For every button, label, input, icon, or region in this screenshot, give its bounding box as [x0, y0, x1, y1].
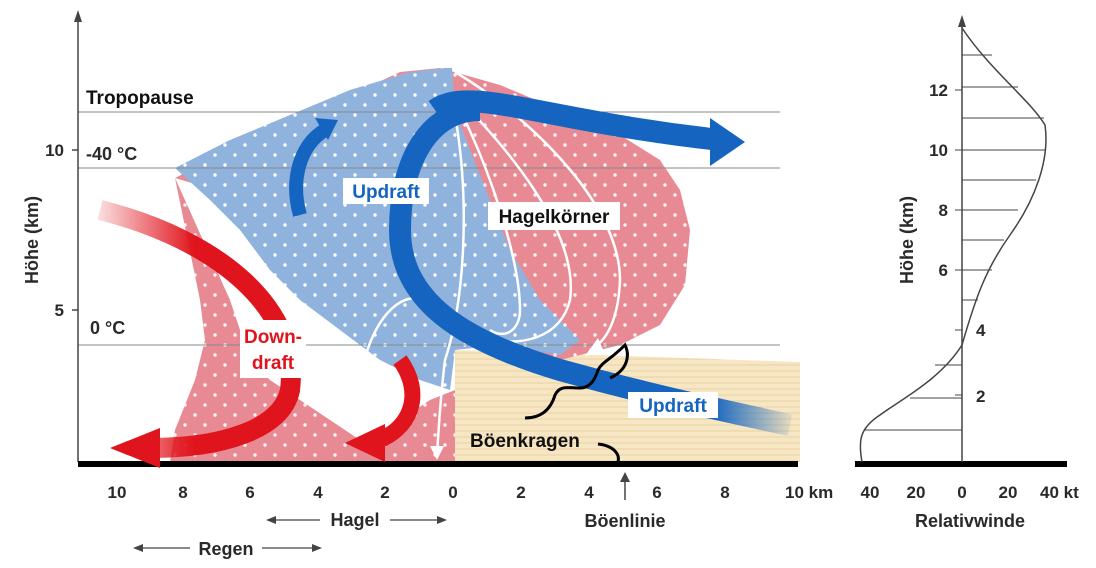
- right-x-tick-3: 20: [999, 483, 1018, 502]
- zero-degree-label: 0 °C: [90, 318, 125, 338]
- downdraft-label-2: draft: [252, 353, 295, 374]
- right-x-tick-1: 20: [907, 483, 926, 502]
- x-tick-1: 8: [178, 483, 187, 502]
- right-y-tick-10: 10: [929, 141, 948, 160]
- updraft-arrow-head: [710, 118, 745, 166]
- gust-front-label: Böenkragen: [470, 431, 580, 452]
- x-tick-7: 4: [584, 483, 594, 502]
- ground-line-right: [855, 461, 1067, 467]
- wind-vectors: [865, 54, 1045, 431]
- updraft-label-bottom: Updraft: [639, 396, 707, 417]
- ground-line-left: [78, 461, 798, 467]
- updraft-arrow-top: [428, 90, 722, 151]
- x-tick-5: 0: [448, 483, 457, 502]
- x-tick-3: 4: [313, 483, 323, 502]
- gust-front-bracket: [524, 342, 629, 420]
- updraft-arrow-left: [289, 124, 329, 217]
- downdraft-label-1: Down-: [244, 327, 302, 348]
- gust-front-area: [455, 350, 800, 462]
- updraft-label-top: Updraft: [352, 182, 420, 203]
- downdraft-arrow-small: [371, 355, 421, 450]
- hagel-label: Hagel: [330, 510, 379, 530]
- right-y-axis-arrow: [958, 15, 966, 27]
- minus40-label: -40 °C: [86, 144, 137, 164]
- hail-label: Hagelkörner: [499, 207, 610, 228]
- left-y-axis-label: Höhe (km): [22, 196, 42, 284]
- right-y-tick-6: 6: [939, 261, 948, 280]
- left-y-axis-arrow: [74, 10, 82, 22]
- x-tick-9: 8: [720, 483, 729, 502]
- x-tick-0: 10: [108, 483, 127, 502]
- left-y-tick-5: 5: [55, 301, 64, 320]
- regen-label: Regen: [198, 539, 253, 559]
- right-y-tick-8: 8: [939, 201, 948, 220]
- right-x-tick-2: 0: [957, 483, 966, 502]
- right-y-tick-2: 2: [976, 387, 985, 406]
- right-x-tick-4: 40 kt: [1040, 483, 1079, 502]
- right-x-tick-0: 40: [861, 483, 880, 502]
- x-tick-10: 10 km: [785, 483, 833, 502]
- downdraft-arrow-head: [110, 428, 160, 468]
- x-tick-6: 2: [516, 483, 525, 502]
- left-y-tick-10: 10: [45, 141, 64, 160]
- right-x-axis-label: Relativwinde: [915, 511, 1025, 531]
- wind-profile-curve: [859, 27, 1047, 463]
- gust-line-label: Böenlinie: [584, 511, 665, 531]
- tropopause-label: Tropopause: [86, 88, 194, 109]
- x-tick-2: 6: [245, 483, 254, 502]
- right-y-tick-12: 12: [929, 81, 948, 100]
- right-y-tick-4: 4: [976, 321, 986, 340]
- x-tick-4: 2: [380, 483, 389, 502]
- right-y-axis-label: Höhe (km): [897, 196, 917, 284]
- updraft-cloud-dots: [175, 68, 580, 390]
- x-tick-8: 6: [652, 483, 661, 502]
